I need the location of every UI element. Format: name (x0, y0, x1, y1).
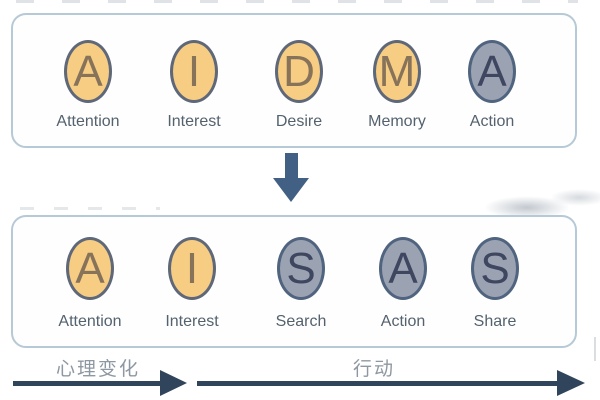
bottom-step-5-letter: S (480, 243, 510, 293)
bottom-step-3-label: Search (275, 313, 327, 330)
bottom-step-3: S Search (251, 237, 351, 331)
down-arrow-shaft (284, 153, 298, 178)
top-step-1: A Attention (38, 40, 138, 131)
top-step-2-circle: I (170, 40, 218, 103)
bottom-step-3-letter: S (286, 243, 316, 293)
down-arrow-head (273, 178, 309, 202)
right-arrow-icon (13, 381, 162, 386)
top-step-3: D Desire (249, 40, 349, 131)
top-step-5: A Action (442, 40, 542, 131)
bottom-step-4-label: Action (380, 313, 426, 330)
right-arrow-head (557, 370, 585, 396)
bottom-step-1-circle: A (66, 237, 114, 300)
bottom-step-5-label: Share (473, 313, 517, 330)
top-step-2-letter: I (187, 46, 201, 96)
top-step-5-circle: A (468, 40, 516, 103)
bottom-step-1: A Attention (40, 237, 140, 331)
top-step-4-circle: M (373, 40, 421, 103)
top-step-3-circle: D (275, 40, 323, 103)
bottom-step-5: S Share (445, 237, 545, 331)
bottom-step-2-circle: I (168, 237, 216, 300)
top-step-5-letter: A (477, 46, 507, 96)
scan-artifact-dash (594, 337, 596, 361)
top-step-1-letter: A (73, 46, 103, 96)
phase-label-action: 行动 (352, 359, 395, 380)
top-step-4: M Memory (347, 40, 447, 131)
top-step-5-label: Action (469, 113, 515, 130)
right-arrow-head (160, 370, 187, 396)
scan-artifact-dashes (20, 207, 160, 210)
scan-artifact-smudge (550, 189, 600, 206)
top-step-2: I Interest (144, 40, 244, 131)
bottom-step-4-circle: A (379, 237, 427, 300)
bottom-step-2-letter: I (185, 243, 199, 293)
top-step-1-circle: A (64, 40, 112, 103)
right-arrow-icon (197, 381, 559, 386)
bottom-step-1-letter: A (75, 243, 105, 293)
scan-artifact-dashes (16, 0, 578, 3)
down-arrow-icon (273, 153, 309, 203)
top-step-3-letter: D (283, 46, 315, 96)
bottom-step-5-circle: S (471, 237, 519, 300)
phase-label-psychological-change: 心理变化 (55, 359, 140, 380)
bottom-step-2-label: Interest (165, 313, 219, 330)
bottom-step-1-label: Attention (58, 313, 122, 330)
bottom-step-2: I Interest (142, 237, 242, 331)
top-step-2-label: Interest (167, 113, 221, 130)
bottom-step-3-circle: S (277, 237, 325, 300)
bottom-step-4: A Action (353, 237, 453, 331)
top-step-1-label: Attention (56, 113, 120, 130)
top-step-4-letter: M (378, 46, 416, 96)
bottom-step-4-letter: A (388, 243, 418, 293)
top-step-4-label: Memory (368, 113, 426, 130)
top-step-3-label: Desire (275, 113, 323, 130)
